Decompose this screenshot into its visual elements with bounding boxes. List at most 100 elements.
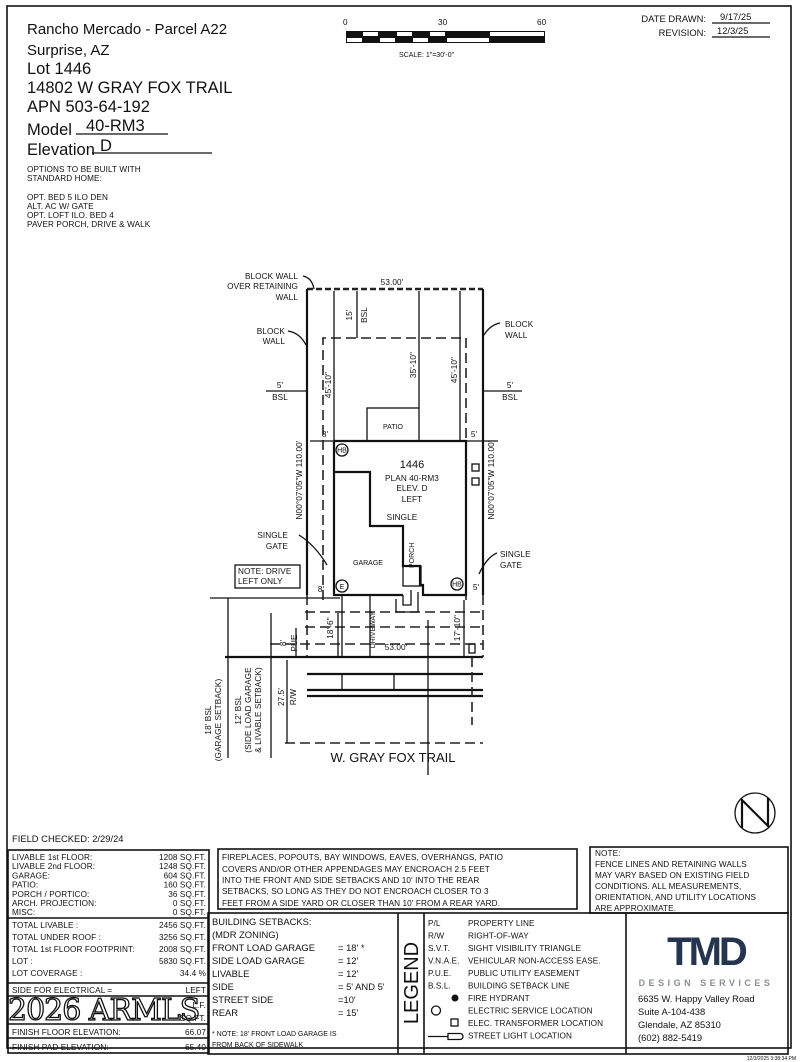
note-line: COVERS AND/OR OTHER APPENDAGES MAY ENCRO… bbox=[222, 865, 490, 874]
lot-width-top: 53.00' bbox=[381, 278, 404, 287]
date-drawn-label: DATE DRAWN: bbox=[641, 13, 706, 24]
bearing-left: N00°07'05"W 110.00' bbox=[295, 440, 304, 519]
company-phone: (602) 882-5419 bbox=[638, 1032, 702, 1043]
date-drawn: 9/17/25 bbox=[720, 11, 751, 22]
house-plan: PLAN 40-RM3 bbox=[385, 474, 439, 483]
side-dim-8: 8' bbox=[322, 430, 329, 439]
driveway-label: DRIVEWAY bbox=[370, 611, 377, 648]
label-block-wall-retaining: WALL bbox=[276, 293, 299, 302]
electrical-label: SIDE FOR ELECTRICAL = bbox=[12, 986, 112, 995]
bottom-title-block bbox=[207, 912, 789, 1055]
revision-date: 12/3/25 bbox=[717, 25, 748, 36]
total-value: 3256 SQ.FT. bbox=[159, 933, 206, 942]
fire-hydrant-icon bbox=[451, 994, 459, 1002]
setback-value: = 18' * bbox=[338, 942, 365, 953]
setbacks-title: BUILDING SETBACKS: bbox=[212, 916, 312, 927]
building-setbacks: BUILDING SETBACKS: (MDR ZONING) FRONT LO… bbox=[212, 916, 385, 1049]
setback-value: = 12' bbox=[338, 968, 359, 979]
side-dim-5: 5' bbox=[471, 430, 478, 439]
single-gate-left: GATE bbox=[266, 542, 289, 551]
options-title: OPTIONS TO BE BUILT WITH bbox=[27, 165, 141, 174]
area-label: MISC: bbox=[12, 908, 35, 917]
option-item: OPT. BED 5 ILO DEN bbox=[27, 193, 108, 202]
model-label: Model bbox=[27, 121, 72, 139]
total-value: 5830 SQ.FT. bbox=[159, 957, 206, 966]
setback-value: = 15' bbox=[338, 1007, 359, 1018]
company-block: TMD DESIGN SERVICES 6635 W. Happy Valley… bbox=[638, 930, 770, 1043]
dim-right: 45'-10" bbox=[450, 357, 459, 383]
sheet-border bbox=[6, 5, 792, 1049]
front-side-8: 8' bbox=[318, 585, 325, 594]
area-value: 0 SQ.FT. bbox=[173, 899, 206, 908]
label-block-wall-right: WALL bbox=[505, 331, 528, 340]
rear-bsl-label: BSL bbox=[360, 307, 369, 323]
area-label: PORCH / PORTICO: bbox=[12, 890, 89, 899]
street-name: W. GRAY FOX TRAIL bbox=[331, 750, 456, 765]
scale-tick: 0 bbox=[343, 18, 348, 27]
note-line: FEET FROM A SIDE YARD OR CLOSER THAN 10'… bbox=[222, 899, 500, 908]
legend-text: FIRE HYDRANT bbox=[468, 994, 530, 1003]
area-value: 1248 SQ.FT. bbox=[159, 862, 206, 871]
setback-label: SIDE bbox=[212, 981, 234, 992]
setback-label: LIVABLE bbox=[212, 968, 249, 979]
model-value: 40-RM3 bbox=[86, 117, 145, 135]
finish-floor-label: FINISH FLOOR ELEVATION: bbox=[12, 1028, 121, 1037]
bearing-right: N00°07'05"W 110.00' bbox=[487, 440, 496, 519]
area-value: 160 SQ.FT. bbox=[164, 881, 206, 890]
watermark: 2026 ARMLS bbox=[8, 993, 199, 1028]
hose-bib-icon bbox=[335, 443, 349, 457]
north-arrow-icon bbox=[734, 792, 776, 834]
setbacks-zoning: (MDR ZONING) bbox=[212, 929, 279, 940]
bsl-right: BSL bbox=[502, 393, 518, 402]
scale-tick: 60 bbox=[537, 18, 547, 27]
legend-text: PUBLIC UTILITY EASEMENT bbox=[468, 969, 580, 978]
rw-dim: 27.5' bbox=[277, 688, 286, 706]
rw-label: R/W bbox=[289, 689, 298, 705]
legend-text: BUILDING SETBACK LINE bbox=[468, 982, 570, 991]
scale-label: SCALE: 1"=30'-0" bbox=[399, 52, 455, 59]
transformer-icon bbox=[450, 1018, 459, 1027]
company-address: Suite A-104-438 bbox=[638, 1006, 705, 1017]
setback-label: FRONT LOAD GARAGE bbox=[212, 942, 315, 953]
bsl18-label: (GARAGE SETBACK) bbox=[214, 679, 223, 762]
drive-note-box bbox=[234, 564, 301, 589]
field-note: NOTE: FENCE LINES AND RETAINING WALLS MA… bbox=[595, 849, 756, 913]
lot-width-bottom: 53.00' bbox=[385, 643, 408, 652]
hose-bib-label: HB bbox=[337, 448, 347, 455]
single-gate-right: SINGLE bbox=[500, 550, 531, 559]
hose-bib-label: HB bbox=[452, 582, 462, 589]
site-plan: HB HB E BLOCK WALL OVER RETAINING WALL 5… bbox=[204, 272, 534, 775]
obscured-unit: L.F. bbox=[192, 1001, 206, 1010]
apn: APN 503-64-192 bbox=[27, 98, 150, 116]
total-label: LOT : bbox=[12, 957, 33, 966]
transformer-icon bbox=[471, 463, 480, 472]
company-logo: TMD bbox=[667, 930, 747, 974]
option-item: ALT. AC W/ GATE bbox=[27, 202, 94, 211]
area-value: 1208 SQ.FT. bbox=[159, 853, 206, 862]
legend-abbr: S.V.T. bbox=[428, 944, 450, 953]
setback-value: =10' bbox=[338, 994, 356, 1005]
legend-abbr: P/L bbox=[428, 919, 441, 928]
scale-bar: 0 30 60 SCALE: 1"=30'-0" bbox=[343, 18, 547, 59]
option-item: OPT. LOFT ILO. BED 4 bbox=[27, 211, 114, 220]
options-title-2: STANDARD HOME: bbox=[27, 174, 102, 183]
total-label: TOTAL UNDER ROOF : bbox=[12, 933, 101, 942]
legend-text: VEHICULAR NON-ACCESS EASE. bbox=[468, 957, 601, 966]
legend-abbr: B.S.L. bbox=[428, 982, 451, 991]
header-info: Rancho Mercado - Parcel A22 Surprise, AZ… bbox=[27, 21, 232, 229]
elevation-label: Elevation bbox=[27, 141, 95, 159]
note-line: CONDITIONS. ALL MEASUREMENTS, bbox=[595, 882, 741, 891]
pue-dim: 8' bbox=[279, 640, 288, 647]
print-timestamp: 12/3/2025 3:38:34 PM bbox=[747, 1056, 796, 1062]
area-table: LIVABLE 1st FLOOR:1208 SQ.FT.LIVABLE 2nd… bbox=[7, 849, 210, 1054]
company-address: 6635 W. Happy Valley Road bbox=[638, 993, 755, 1004]
setback-label: REAR bbox=[212, 1007, 238, 1018]
setback-label: STREET SIDE bbox=[212, 994, 273, 1005]
single-gate-left: SINGLE bbox=[257, 531, 288, 540]
note-line: ARE APPROXIMATE. bbox=[595, 904, 676, 913]
encroachment-note-box bbox=[217, 848, 578, 910]
legend-text: ELECTRIC SERVICE LOCATION bbox=[468, 1007, 593, 1016]
finish-floor-value: 66.07 bbox=[185, 1028, 206, 1037]
drive-note: LEFT ONLY bbox=[238, 577, 283, 586]
area-label: LIVABLE 2nd FLOOR: bbox=[12, 862, 95, 871]
